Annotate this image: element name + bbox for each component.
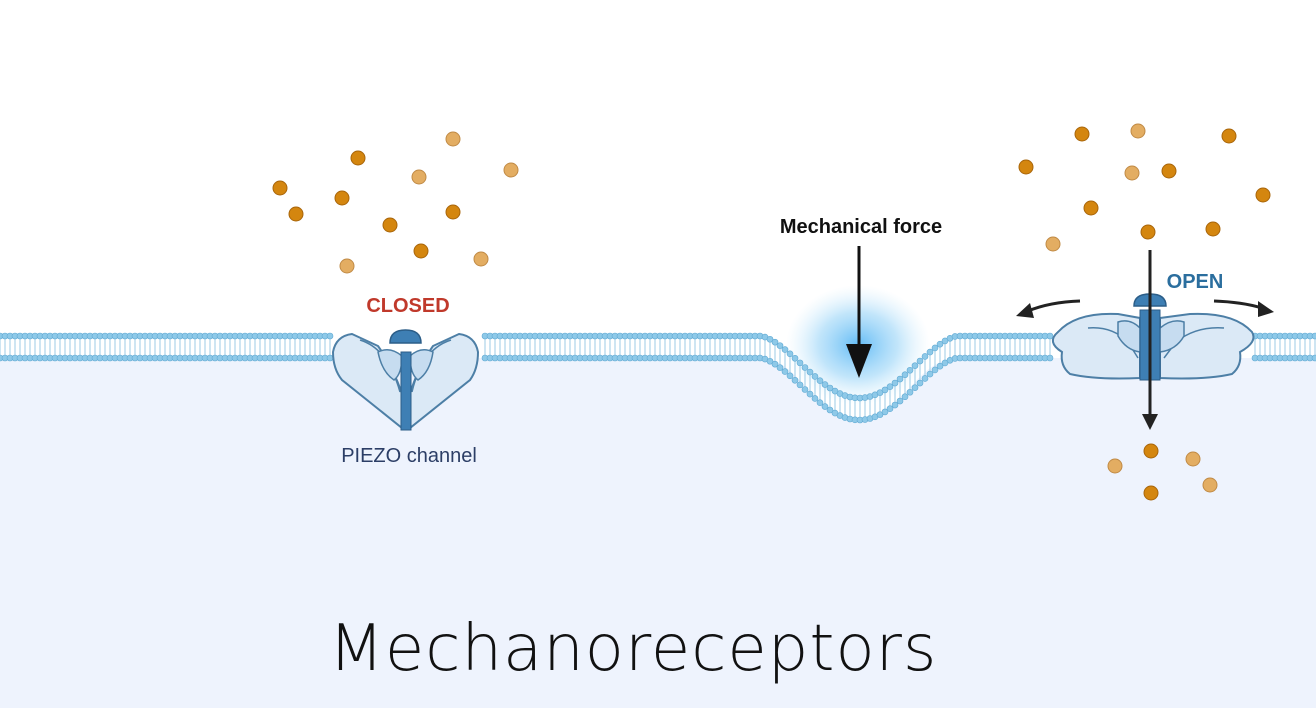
ion-particle (413, 243, 429, 259)
ion-particle (1130, 123, 1146, 139)
ion-particle (339, 258, 355, 274)
ion-particle (272, 180, 288, 196)
ion-particle (1045, 236, 1061, 252)
ion-particle (1083, 200, 1099, 216)
ion-particle (350, 150, 366, 166)
ion-particle (334, 190, 350, 206)
ion-flow-arrow (1142, 250, 1158, 430)
closed-label: CLOSED (366, 295, 449, 317)
ion-particle (503, 162, 519, 178)
ion-particle (445, 204, 461, 220)
ion-particle (1018, 159, 1034, 175)
ion-particle (1143, 485, 1159, 501)
ion-particle (1124, 165, 1140, 181)
piezo-channel-closed (331, 329, 480, 431)
tilt-arrow-right (1213, 299, 1274, 317)
ion-particle (1107, 458, 1123, 474)
cytoplasm-region (0, 358, 1316, 708)
piezo-channel-open (1051, 293, 1255, 381)
ion-particle (288, 206, 304, 222)
open-label: OPEN (1167, 271, 1224, 293)
force-arrow (846, 246, 872, 378)
ion-particle (473, 251, 489, 267)
page-title: Mechanoreceptors (328, 612, 938, 686)
ion-particle (1074, 126, 1090, 142)
ion-particle (1161, 163, 1177, 179)
ion-particle (411, 169, 427, 185)
ion-particle (1255, 187, 1271, 203)
ion-particle (1140, 224, 1156, 240)
ion-particle (1221, 128, 1237, 144)
ion-particle (1205, 221, 1221, 237)
tilt-arrow-left (1016, 299, 1081, 318)
force-label: Mechanical force (780, 216, 942, 238)
ion-particles (272, 123, 1271, 501)
channel-label: PIEZO channel (341, 445, 477, 467)
ion-particle (445, 131, 461, 147)
ion-particle (382, 217, 398, 233)
ion-particle (1185, 451, 1201, 467)
ion-particle (1202, 477, 1218, 493)
ion-particle (1143, 443, 1159, 459)
lipid-bilayer (0, 332, 1316, 424)
